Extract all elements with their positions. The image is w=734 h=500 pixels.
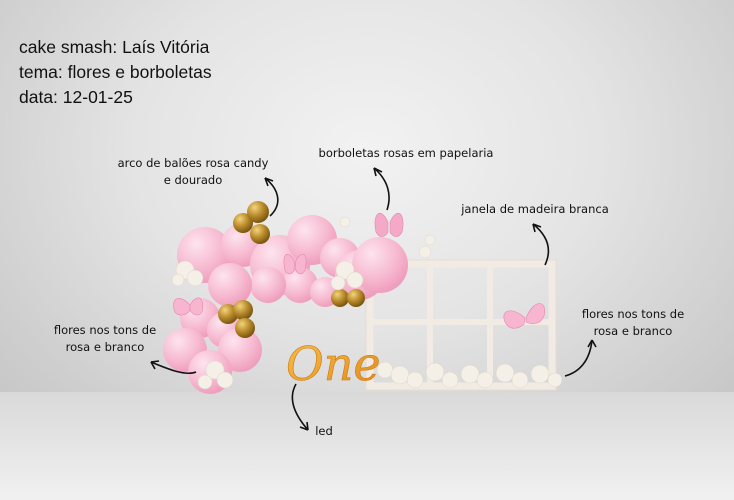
label-led: led bbox=[315, 424, 333, 438]
butterfly-icon bbox=[283, 253, 307, 275]
label-flowers-left: flores nos tons de rosa e branco bbox=[53, 323, 157, 354]
butterfly-icon bbox=[173, 297, 203, 316]
flowers bbox=[171, 216, 563, 390]
floor bbox=[0, 392, 734, 500]
label-butterflies: borboletas rosas em papelaria bbox=[318, 146, 494, 160]
annotation-arrows bbox=[150, 167, 597, 431]
butterfly-icon bbox=[374, 212, 404, 237]
event-date: data: 12-01-25 bbox=[19, 87, 133, 107]
label-window: janela de madeira branca bbox=[461, 202, 609, 216]
svg-text:One: One bbox=[286, 337, 381, 391]
gold-balloons bbox=[218, 201, 365, 338]
butterfly-icon bbox=[503, 303, 546, 329]
led-sign: One bbox=[286, 337, 381, 392]
event-info: cake smash: Laís Vitória tema: flores e … bbox=[19, 35, 212, 110]
label-balloon-arch: arco de balões rosa candy e dourado bbox=[117, 156, 269, 187]
event-title: cake smash: Laís Vitória bbox=[19, 37, 210, 57]
event-theme: tema: flores e borboletas bbox=[19, 62, 212, 82]
label-flowers-right: flores nos tons de rosa e branco bbox=[581, 307, 685, 338]
